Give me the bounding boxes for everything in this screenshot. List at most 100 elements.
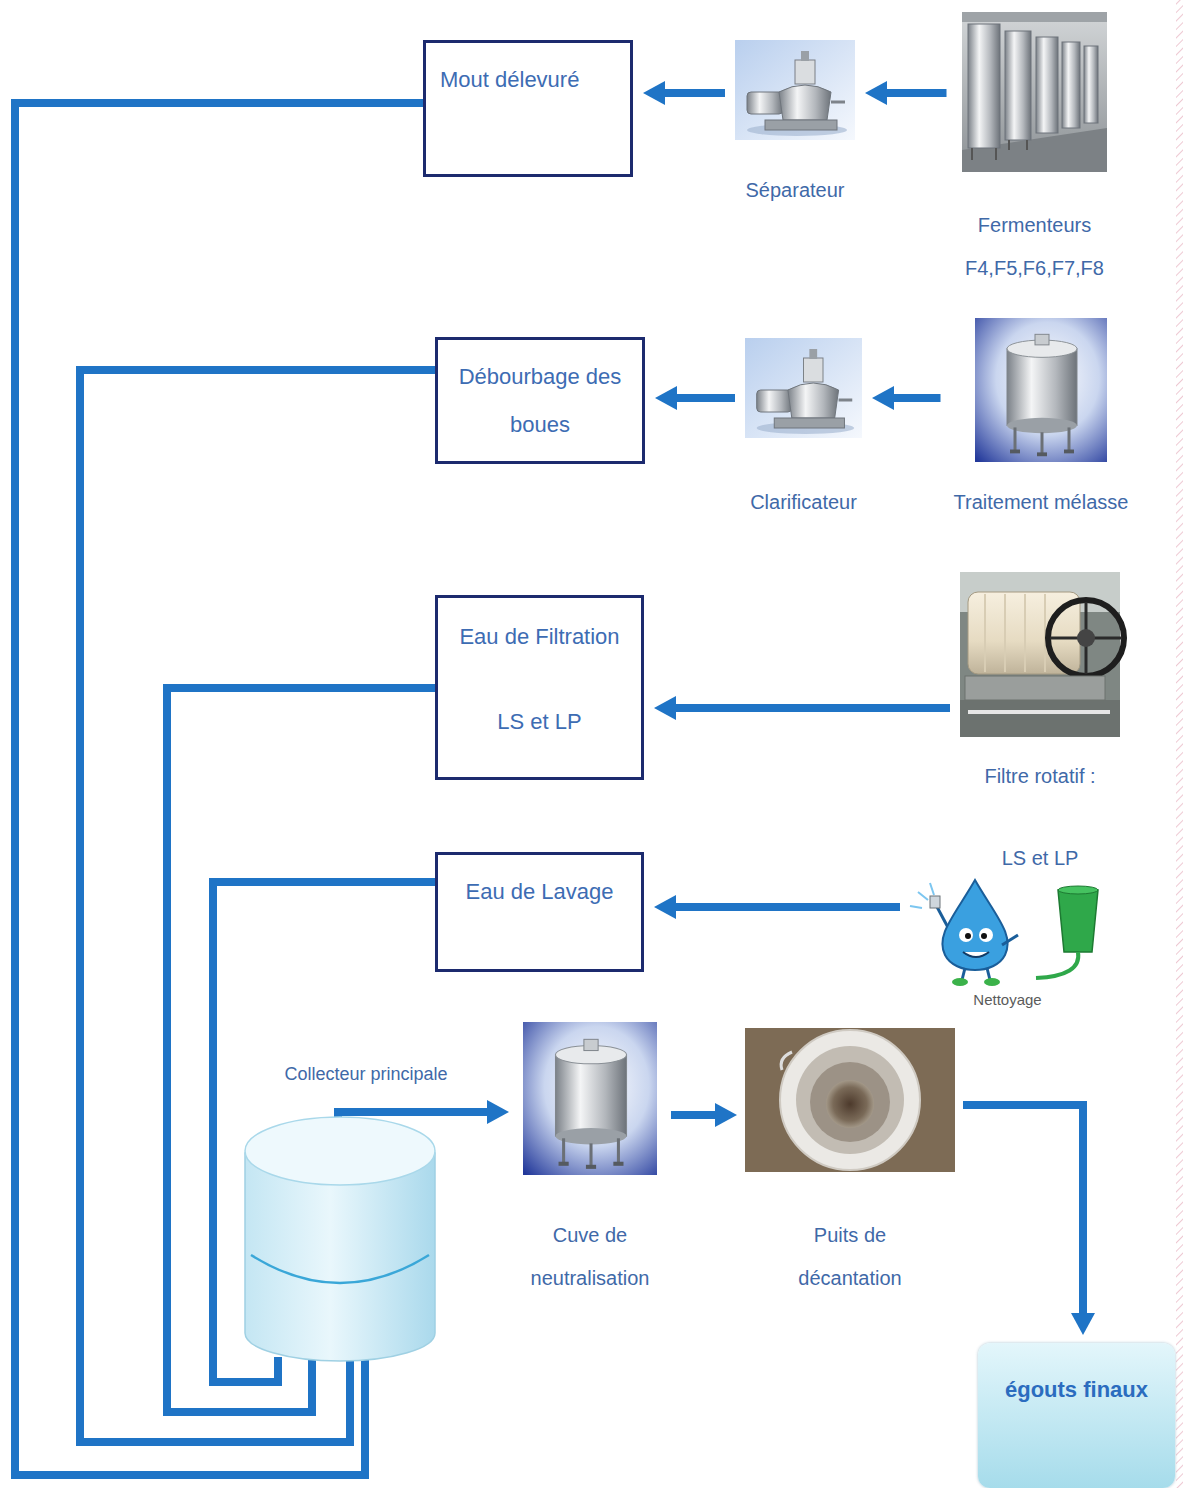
equipment-label: Traitement mélasse [954, 490, 1129, 514]
fermenter-picture [962, 12, 1107, 172]
pipe-line [213, 882, 435, 1382]
cleaning-picture [910, 880, 1098, 986]
pipe-line [671, 1111, 718, 1119]
cleaning-picture-part [965, 933, 971, 939]
equipment-label: Filtre rotatif : [984, 764, 1095, 788]
arrowhead [487, 1100, 509, 1124]
pipe-line [167, 688, 435, 1412]
flow-pipe [655, 386, 735, 410]
arrowhead [654, 895, 676, 919]
neutralisation-tank-picture-part [523, 1022, 657, 1175]
settling-well: Puits de décantation [745, 1028, 955, 1300]
arrowhead [655, 386, 677, 410]
fermenter-picture-part [1062, 42, 1080, 128]
cleaning-picture-part [1058, 886, 1098, 894]
box-label: Débourbage des boues [448, 353, 632, 449]
rotary-filter-picture-part [968, 710, 1110, 714]
process-box: Débourbage des boues [435, 337, 645, 464]
settling-well-picture [745, 1028, 955, 1172]
pipe-line [674, 394, 735, 402]
cleaning-picture-part [942, 880, 1007, 970]
rotary-filter-picture-part [965, 676, 1105, 700]
arrowhead [643, 81, 665, 105]
rotary-filter-picture-part [1077, 629, 1095, 647]
neutralisation-tank: Cuve de neutralisation [517, 1022, 663, 1300]
rotary-filter-picture-part [960, 572, 1120, 737]
pipe-line [884, 89, 947, 97]
fermenter-picture-part [962, 12, 1107, 22]
fermenter-group: Fermenteurs F4,F5,F6,F7,F8 [957, 12, 1113, 290]
final-sewer: égouts finaux [978, 1343, 1175, 1488]
flow-pipe [654, 895, 900, 919]
settling-well-picture-part [780, 1030, 920, 1170]
pipe-line [673, 704, 950, 712]
cleaning-picture-part [1002, 935, 1018, 945]
fermenter-picture-part [1008, 140, 1010, 150]
arrowhead [654, 696, 676, 720]
arrowhead [865, 81, 887, 105]
box-label: égouts finaux [988, 1377, 1165, 1403]
fermenter-picture-part [1026, 140, 1028, 150]
settling-well-picture-part [826, 1080, 874, 1128]
flow-pipe [643, 81, 725, 105]
rotary-filter-picture-part [984, 594, 986, 672]
pipe-line [662, 89, 725, 97]
settling-well-picture-part [745, 1028, 955, 1172]
cleaning-picture-part [930, 896, 940, 908]
fermenter-picture-part [1084, 46, 1098, 123]
box-label: Mout délevuré [440, 67, 618, 93]
rotary-filter-picture-part [1004, 594, 1006, 672]
box-label: Eau de Filtration [448, 624, 631, 650]
liquid-level [251, 1255, 429, 1283]
pipe-line [80, 370, 435, 1442]
equipment-label: Fermenteurs F4,F5,F6,F7,F8 [960, 204, 1110, 290]
rotary-filter-picture-part [1048, 600, 1124, 676]
clarifier-picture-part [745, 338, 862, 438]
collector-label: Collecteur principale [236, 1064, 496, 1086]
flow-pipe [671, 1103, 737, 1127]
cleaning-picture-part [1058, 890, 1098, 952]
main-collector: Collecteur principale [243, 1115, 437, 1363]
fermenter-picture-part [962, 12, 1107, 172]
pipe-line [673, 903, 900, 911]
rotary-filter-picture-part [1024, 594, 1026, 672]
separator-picture [735, 40, 855, 140]
fermenter-picture-part [971, 148, 973, 160]
rotary-filter-picture-part [960, 700, 1120, 737]
collector-cylinder [243, 1115, 437, 1363]
process-box: Eau de Filtration LS et LP [435, 595, 644, 780]
separator-unit: Séparateur [735, 40, 855, 202]
rotary-filter: Filtre rotatif :LS et LP [960, 572, 1120, 870]
flow-pipe [213, 882, 435, 1382]
clarifier-unit: Clarificateur [745, 338, 862, 514]
arrowhead [872, 386, 894, 410]
page-edge-hatch [1176, 0, 1183, 1488]
process-box: Eau de Lavage [435, 852, 644, 972]
fermenter-picture-part [1005, 31, 1031, 140]
flow-pipe [865, 81, 947, 105]
equipment-label: Collecteur principale [236, 1064, 496, 1086]
cleaning-picture-part [959, 928, 973, 942]
rotary-filter-picture [960, 572, 1124, 737]
box-label: LS et LP [448, 709, 631, 735]
molasses-tank-picture [975, 318, 1107, 462]
cleaning-station: Nettoyage [910, 878, 1105, 1009]
molasses-tank-picture-part [975, 318, 1107, 462]
separator-picture-part [735, 40, 855, 140]
pipe-line [963, 1105, 1083, 1316]
clarifier-picture [745, 338, 862, 438]
equipment-label: Séparateur [746, 178, 845, 202]
flow-pipe [654, 696, 950, 720]
pipe-line [891, 394, 941, 402]
fermenter-picture-part [968, 24, 1000, 148]
cleaning-picture-part [984, 978, 1000, 986]
arrowhead [1071, 1313, 1095, 1335]
cleaning-picture-part [963, 952, 989, 957]
settling-well-picture-part [781, 1052, 792, 1070]
cleaning-picture-part [1036, 952, 1078, 978]
cleaning-picture-part [981, 933, 987, 939]
fermenter-picture-part [995, 148, 997, 160]
equipment-label: Puits de décantation [780, 1214, 920, 1300]
flow-pipe [167, 688, 435, 1412]
